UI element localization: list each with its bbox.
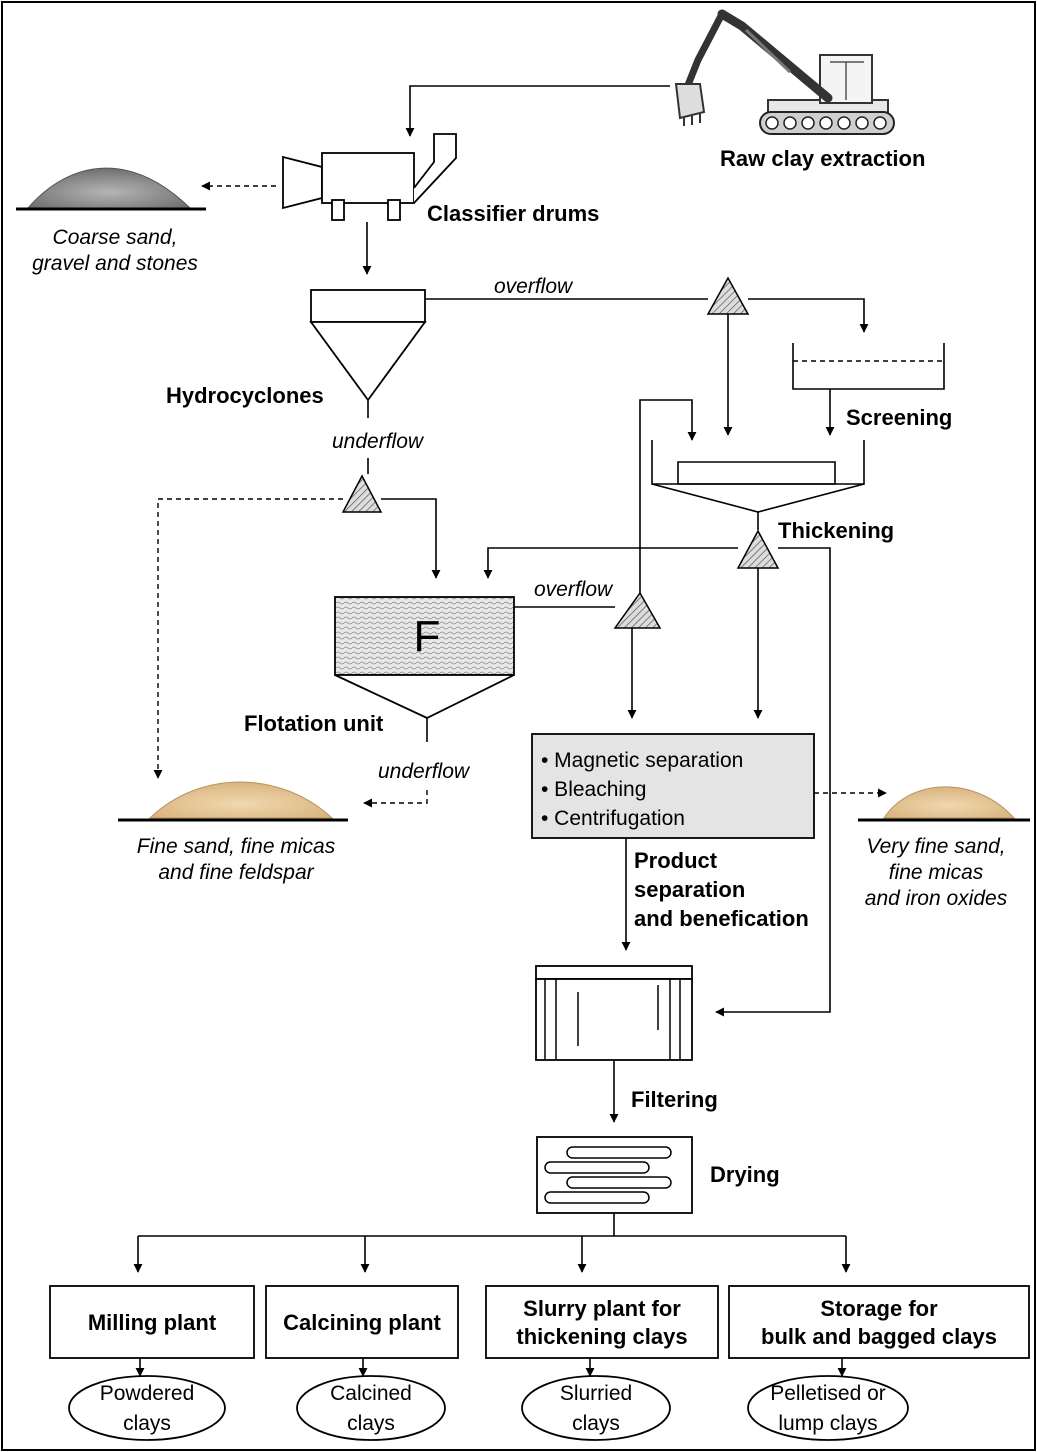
very-fine-label-3: and iron oxides — [865, 887, 1008, 910]
storage-label-2: bulk and bagged clays — [761, 1324, 997, 1349]
hydro-to-fine-sand-arrow — [153, 498, 343, 779]
underflow-label-hydro: underflow — [332, 430, 425, 453]
slurried-clays-ellipse — [521, 1375, 671, 1441]
thickener-to-flotation-arrow — [483, 547, 738, 579]
slurried-clays-1: Slurried — [560, 1382, 632, 1405]
flotation-letter: F — [414, 612, 441, 661]
calcined-clays-ellipse — [296, 1375, 446, 1441]
calcining-plant-box — [265, 1285, 459, 1359]
coarse-label-2: gravel and stones — [32, 252, 198, 275]
slurry-plant-label-2: thickening clays — [516, 1324, 687, 1349]
thickener-to-filter-arrow — [715, 547, 831, 1017]
product-sep-label-3: and benefication — [634, 906, 809, 931]
hydro-to-flotation-arrow — [381, 498, 441, 579]
filter-press-icon — [535, 965, 693, 1061]
classifier-label: Classifier drums — [427, 201, 599, 226]
pelletised-clays-ellipse — [747, 1375, 909, 1441]
screening-label: Screening — [846, 405, 952, 430]
overflow-label-top: overflow — [494, 275, 574, 298]
thickening-label: Thickening — [778, 518, 894, 543]
splitter-thickener-icon — [736, 529, 780, 569]
raw-extraction-label: Raw clay extraction — [720, 146, 925, 171]
very-fine-sand-pile-icon — [883, 786, 1016, 819]
underflow-label-flotation: underflow — [378, 760, 471, 783]
storage-box — [728, 1285, 1030, 1359]
powdered-clays-1: Powdered — [100, 1382, 195, 1405]
calcined-clays-1: Calcined — [330, 1382, 412, 1405]
product-sep-label-2: separation — [634, 877, 745, 902]
splitter-top-icon — [706, 276, 750, 315]
excavator-icon — [674, 9, 895, 135]
very-fine-label-2: fine micas — [889, 861, 984, 884]
separation-step-1: • Magnetic separation — [541, 749, 743, 772]
to-screening-arrow — [748, 298, 869, 333]
milling-plant-label: Milling plant — [88, 1310, 217, 1335]
pelletised-clays-1: Pelletised or — [770, 1382, 886, 1405]
milling-plant-box — [49, 1285, 255, 1359]
calcined-clays-2: clays — [347, 1412, 395, 1435]
separation-step-3: • Centrifugation — [541, 807, 685, 830]
screening-tank-icon — [792, 343, 945, 390]
extraction-flow-arrow — [405, 85, 670, 137]
fine-label-2: and fine feldspar — [158, 861, 314, 884]
flotation-unit-icon — [334, 596, 515, 742]
calcining-plant-label: Calcining plant — [283, 1310, 441, 1335]
recycle-to-thickener-arrow — [639, 399, 697, 607]
flotation-to-fine-sand-arrow — [363, 790, 428, 808]
drying-label: Drying — [710, 1162, 780, 1187]
pelletised-clays-2: lump clays — [778, 1412, 877, 1435]
slurry-plant-label-1: Slurry plant for — [523, 1296, 681, 1321]
dryer-icon — [536, 1136, 693, 1214]
powdered-clays-ellipse — [68, 1375, 226, 1441]
splitter-hydro-icon — [341, 474, 383, 513]
fine-label-1: Fine sand, fine micas — [137, 835, 336, 858]
very-fine-label-1: Very fine sand, — [866, 835, 1005, 858]
thickener-tank-icon — [651, 440, 865, 530]
hydrocyclone-icon — [309, 289, 427, 418]
overflow-label-flotation: overflow — [534, 578, 614, 601]
coarse-label-1: Coarse sand, — [53, 226, 178, 249]
powdered-clays-2: clays — [123, 1412, 171, 1435]
splitter-flotation-icon — [613, 591, 662, 629]
product-sep-label-1: Product — [634, 848, 718, 873]
separation-box — [531, 733, 815, 839]
storage-label-1: Storage for — [820, 1296, 938, 1321]
slurried-clays-2: clays — [572, 1412, 620, 1435]
slurry-plant-box — [485, 1285, 719, 1359]
hydrocyclones-label: Hydrocyclones — [166, 383, 324, 408]
flotation-label: Flotation unit — [244, 711, 384, 736]
fine-sand-pile-icon — [148, 781, 334, 819]
coarse-sand-pile-icon — [26, 167, 192, 209]
classifier-drum-icon — [282, 133, 457, 221]
separation-step-2: • Bleaching — [541, 778, 646, 801]
filtering-label: Filtering — [631, 1087, 718, 1112]
